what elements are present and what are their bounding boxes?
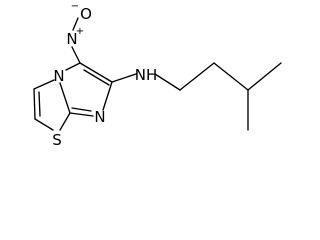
- bond-s1-c7a: [59, 112, 71, 131]
- bond-c2-c3: [213, 62, 249, 91]
- oxygen-charge: −: [71, 1, 79, 12]
- bond-n4-c3: [33, 79, 55, 90]
- oxygen-label: O: [80, 5, 92, 23]
- bond-c1-c2: [179, 62, 215, 91]
- bond-c5-c6-outer: [79, 62, 113, 83]
- nitro-nitrogen-label: N: [66, 30, 77, 48]
- structure-canvas: O − N + NH N N S: [33, 1, 282, 149]
- bond-n4-c5: [65, 62, 81, 71]
- bond-c3-c2-inner: [38, 91, 41, 117]
- ring-nitrogen-fused-label: N: [53, 67, 64, 85]
- molecule-structure: O − N + NH N N S: [33, 1, 282, 149]
- bond-n7-c7a-outer: [69, 112, 94, 117]
- sulfur-label: S: [52, 131, 62, 149]
- ring-nitrogen-label: N: [94, 108, 105, 126]
- bond-n7-c7a-inner: [71, 107, 92, 112]
- bond-c3-c2-outer: [33, 88, 36, 120]
- bond-c6-nh: [111, 73, 137, 83]
- bond-c5-c6-inner: [83, 69, 110, 86]
- amine-label: NH: [135, 66, 158, 84]
- bonds: [33, 17, 282, 131]
- atom-labels: O − N + NH N N S: [52, 1, 157, 149]
- bond-nh-c1: [154, 73, 181, 91]
- bond-o-n: [72, 17, 79, 31]
- nitro-charge: +: [76, 26, 84, 37]
- bond-c7a-n4: [59, 82, 71, 114]
- bond-c3-methyl-up: [247, 62, 282, 91]
- bond-c6-n7: [102, 81, 113, 111]
- bond-c2-s1: [34, 118, 54, 131]
- bond-n-c5: [71, 46, 81, 64]
